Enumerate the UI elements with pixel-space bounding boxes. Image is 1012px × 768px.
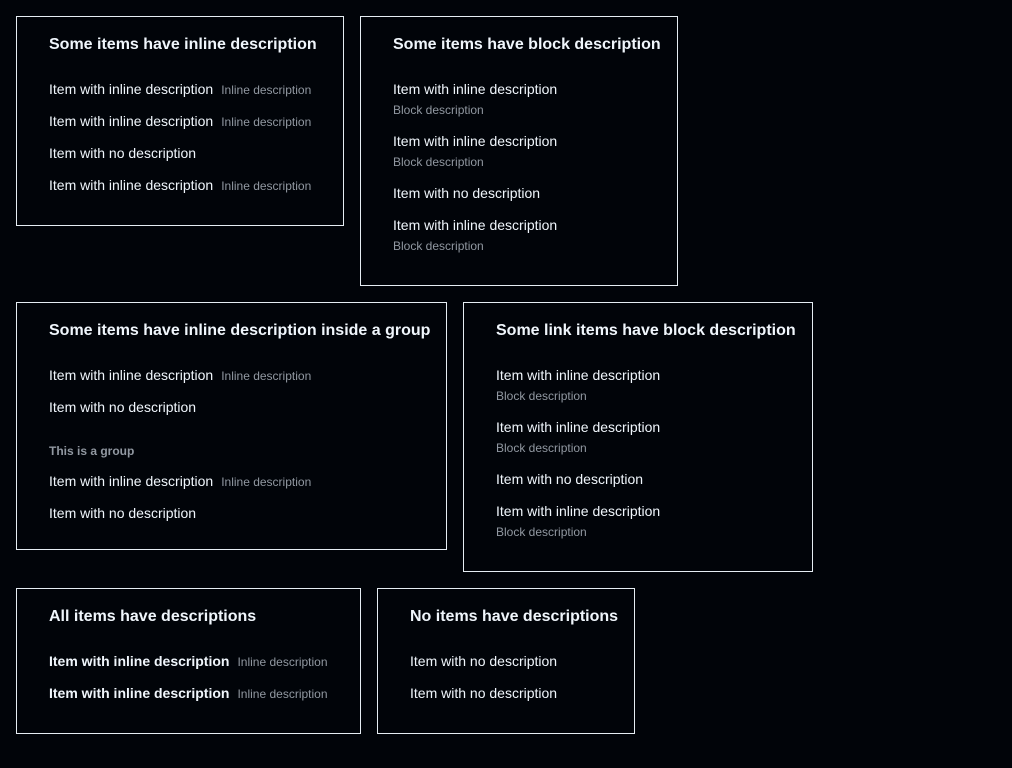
- list-item[interactable]: Item with inline description Block descr…: [393, 209, 661, 261]
- item-label: Item with inline description: [49, 81, 214, 97]
- list-item[interactable]: Item with no description: [49, 391, 430, 423]
- action-list: Item with inline description Block descr…: [393, 73, 661, 261]
- action-list: Item with inline description Inline desc…: [49, 359, 430, 529]
- panel-no-descriptions: No items have descriptions Item with no …: [377, 588, 635, 734]
- item-label: Item with inline description: [393, 81, 558, 97]
- item-label: Item with inline description: [49, 367, 214, 383]
- item-inline-description: Inline description: [237, 687, 328, 701]
- panel-link-block-descriptions: Some link items have block description I…: [463, 302, 813, 572]
- list-item[interactable]: Item with inline description Inline desc…: [49, 677, 344, 709]
- list-item[interactable]: Item with inline description Inline desc…: [49, 169, 327, 201]
- item-label: Item with inline description: [49, 473, 214, 489]
- list-link-item[interactable]: Item with inline description Block descr…: [496, 495, 796, 547]
- item-block-description: Block description: [393, 239, 484, 253]
- item-label: Item with no description: [410, 685, 558, 701]
- item-label: Item with inline description: [393, 133, 558, 149]
- item-label: Item with no description: [49, 399, 197, 415]
- item-inline-description: Inline description: [221, 179, 312, 193]
- item-inline-description: Inline description: [221, 83, 312, 97]
- panel-title: Some link items have block description: [496, 322, 796, 339]
- item-label: Item with inline description: [393, 217, 558, 233]
- item-label: Item with inline description: [49, 653, 230, 669]
- item-inline-description: Inline description: [221, 475, 312, 489]
- item-label: Item with no description: [410, 653, 558, 669]
- panel-inline-descriptions: Some items have inline description Item …: [16, 16, 344, 226]
- list-item[interactable]: Item with inline description Inline desc…: [49, 359, 430, 391]
- list-item[interactable]: Item with inline description Inline desc…: [49, 105, 327, 137]
- list-link-item[interactable]: Item with inline description Block descr…: [496, 359, 796, 411]
- item-inline-description: Inline description: [221, 369, 312, 383]
- list-item[interactable]: Item with no description: [410, 645, 618, 677]
- list-item[interactable]: Item with inline description Inline desc…: [49, 73, 327, 105]
- panel-inline-descriptions-group: Some items have inline description insid…: [16, 302, 447, 550]
- item-label: Item with inline description: [49, 685, 230, 701]
- panel-title: No items have descriptions: [410, 608, 619, 625]
- panel-title: All items have descriptions: [49, 608, 257, 625]
- item-label: Item with no description: [49, 145, 197, 161]
- action-list: Item with no description Item with no de…: [410, 645, 618, 709]
- list-link-item[interactable]: Item with inline description Block descr…: [496, 411, 796, 463]
- item-label: Item with inline description: [496, 367, 661, 383]
- list-link-item[interactable]: Item with no description: [496, 463, 796, 495]
- list-item[interactable]: Item with no description: [410, 677, 618, 709]
- item-label: Item with no description: [393, 185, 541, 201]
- item-block-description: Block description: [496, 441, 587, 455]
- list-item[interactable]: Item with no description: [393, 177, 661, 209]
- item-block-description: Block description: [496, 525, 587, 539]
- list-item[interactable]: Item with no description: [49, 137, 327, 169]
- panel-title: Some items have inline description: [49, 36, 317, 53]
- panel-title: Some items have block description: [393, 36, 661, 53]
- list-item[interactable]: Item with inline description Inline desc…: [49, 465, 430, 497]
- item-label: Item with inline description: [49, 177, 214, 193]
- group-header: This is a group: [49, 444, 135, 458]
- item-block-description: Block description: [393, 103, 484, 117]
- item-label: Item with inline description: [49, 113, 214, 129]
- item-block-description: Block description: [496, 389, 587, 403]
- action-list: Item with inline description Inline desc…: [49, 73, 327, 201]
- list-item[interactable]: Item with inline description Inline desc…: [49, 645, 344, 677]
- list-item[interactable]: Item with inline description Block descr…: [393, 125, 661, 177]
- panel-all-descriptions: All items have descriptions Item with in…: [16, 588, 361, 734]
- list-item[interactable]: Item with no description: [49, 497, 430, 529]
- item-inline-description: Inline description: [237, 655, 328, 669]
- item-label: Item with inline description: [496, 503, 661, 519]
- action-list: Item with inline description Inline desc…: [49, 645, 344, 709]
- item-inline-description: Inline description: [221, 115, 312, 129]
- list-item[interactable]: Item with inline description Block descr…: [393, 73, 661, 125]
- panel-title: Some items have inline description insid…: [49, 322, 431, 339]
- item-label: Item with inline description: [496, 419, 661, 435]
- action-list: Item with inline description Block descr…: [496, 359, 796, 547]
- item-block-description: Block description: [393, 155, 484, 169]
- item-label: Item with no description: [49, 505, 197, 521]
- item-label: Item with no description: [496, 471, 644, 487]
- panel-block-descriptions: Some items have block description Item w…: [360, 16, 678, 286]
